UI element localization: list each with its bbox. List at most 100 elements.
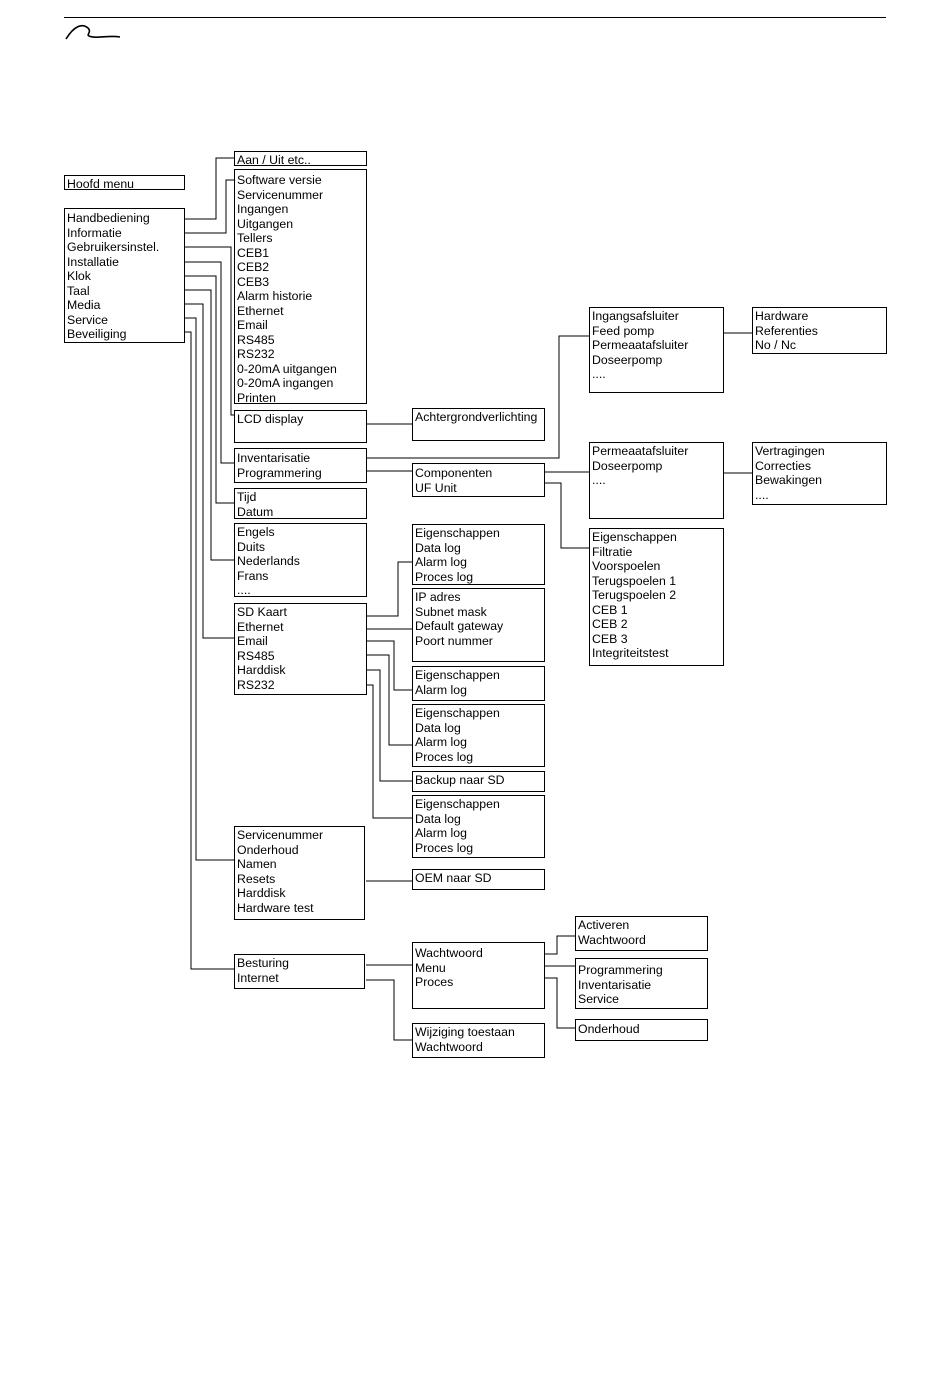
menu-item[interactable]: Data log	[415, 720, 461, 735]
menu-item[interactable]: Harddisk	[237, 886, 286, 900]
menu-item[interactable]: RS232	[237, 347, 275, 361]
menu-item[interactable]: Tijd	[237, 490, 257, 504]
menu-item[interactable]: Nederlands	[237, 554, 300, 568]
menu-item[interactable]: Tellers	[237, 231, 273, 245]
menu-item[interactable]: Doseerpomp	[592, 352, 663, 367]
menu-item[interactable]: ....	[237, 583, 251, 597]
menu-item[interactable]: Media	[67, 298, 101, 312]
menu-item[interactable]: Email	[237, 318, 268, 332]
menu-item[interactable]: Menu	[415, 960, 446, 975]
menu-item[interactable]: Servicenummer	[237, 828, 324, 842]
menu-item[interactable]: Inventarisatie	[237, 451, 311, 465]
menu-item[interactable]: Alarm log	[415, 555, 467, 569]
menu-item[interactable]: Programmering	[237, 465, 322, 480]
menu-box-hoofd[interactable]: Hoofd menu	[64, 175, 185, 190]
menu-item[interactable]: Data log	[415, 811, 461, 826]
menu-item[interactable]: Referenties	[755, 323, 818, 338]
menu-item[interactable]: CEB 2	[592, 617, 628, 631]
menu-item[interactable]: IP adres	[415, 590, 461, 604]
menu-item[interactable]: Feed pomp	[592, 323, 655, 338]
menu-item[interactable]: Permeaatafsluiter	[592, 444, 689, 458]
menu-item[interactable]: Achtergrondverlichting	[415, 410, 538, 424]
menu-item[interactable]: ....	[592, 367, 606, 381]
menu-item[interactable]: Ingangen	[237, 202, 289, 216]
menu-item[interactable]: Proces	[415, 975, 454, 989]
menu-item[interactable]: Filtratie	[592, 544, 633, 559]
menu-item[interactable]: CEB 1	[592, 602, 628, 617]
menu-item[interactable]: Wachtwoord	[415, 1039, 483, 1054]
menu-item[interactable]: Hardware test	[237, 900, 314, 915]
menu-box-backup[interactable]: Backup naar SD	[412, 771, 545, 792]
menu-item[interactable]: Alarm historie	[237, 289, 313, 303]
menu-item[interactable]: Poort nummer	[415, 633, 493, 648]
menu-item[interactable]: RS485	[237, 648, 275, 663]
menu-box-achtergrond[interactable]: Achtergrondverlichting	[412, 408, 545, 441]
menu-item[interactable]: ....	[755, 487, 769, 502]
menu-item[interactable]: RS485	[237, 332, 275, 347]
menu-item[interactable]: Ethernet	[237, 303, 284, 318]
menu-item[interactable]: Vertragingen	[755, 444, 825, 458]
menu-item[interactable]: UF Unit	[415, 480, 457, 495]
menu-item[interactable]: Namen	[237, 857, 277, 871]
menu-item[interactable]: OEM naar SD	[415, 871, 492, 885]
menu-item[interactable]: Backup naar SD	[415, 773, 505, 787]
menu-item[interactable]: Proces log	[415, 569, 474, 584]
menu-item[interactable]: CEB1	[237, 245, 270, 260]
menu-item[interactable]: Voorspoelen	[592, 559, 661, 573]
menu-item[interactable]: LCD display	[237, 412, 304, 426]
menu-item[interactable]: Servicenummer	[237, 187, 324, 202]
menu-item[interactable]: Service	[578, 992, 620, 1006]
menu-item[interactable]: Activeren	[578, 918, 630, 932]
menu-box-onderhoud[interactable]: Onderhoud	[575, 1019, 708, 1041]
menu-item[interactable]: Onderhoud	[578, 1022, 640, 1036]
menu-item[interactable]: Eigenschappen	[415, 526, 500, 540]
menu-item[interactable]: Software versie	[237, 173, 322, 187]
menu-item[interactable]: Installatie	[67, 254, 119, 269]
menu-item[interactable]: Wachtwoord	[578, 932, 646, 947]
menu-item[interactable]: 0-20mA ingangen	[237, 376, 334, 390]
menu-item[interactable]: CEB 3	[592, 631, 628, 646]
menu-item[interactable]: No / Nc	[755, 338, 796, 352]
menu-item[interactable]: CEB2	[237, 260, 270, 274]
menu-item[interactable]: Internet	[237, 970, 279, 985]
menu-item[interactable]: Permeaatafsluiter	[592, 338, 689, 352]
menu-item[interactable]: Default gateway	[415, 619, 504, 633]
menu-item[interactable]: Eigenschappen	[415, 668, 500, 682]
menu-item[interactable]: Componenten	[415, 466, 493, 480]
menu-item[interactable]: 0-20mA uitgangen	[237, 361, 337, 376]
menu-item[interactable]: Subnet mask	[415, 604, 487, 619]
menu-item[interactable]: Wachtwoord	[415, 946, 483, 960]
menu-item[interactable]: RS232	[237, 677, 275, 692]
menu-item[interactable]: Engels	[237, 525, 275, 539]
menu-item[interactable]: Alarm log	[415, 682, 467, 697]
menu-item[interactable]: Terugspoelen 2	[592, 588, 677, 602]
menu-item[interactable]: Data log	[415, 540, 461, 555]
menu-item[interactable]: Informatie	[67, 225, 122, 240]
menu-item[interactable]: Correcties	[755, 458, 812, 473]
menu-item[interactable]: Gebruikersinstel.	[67, 240, 160, 254]
menu-item[interactable]: SD Kaart	[237, 605, 287, 619]
menu-box-oem[interactable]: OEM naar SD	[412, 869, 545, 890]
menu-item[interactable]: Hardware	[755, 309, 809, 323]
menu-item[interactable]: Proces log	[415, 840, 474, 855]
menu-item[interactable]: Alarm log	[415, 735, 467, 749]
menu-item[interactable]: Handbediening	[67, 211, 150, 225]
menu-item[interactable]: Uitgangen	[237, 216, 294, 231]
menu-box-lcd[interactable]: LCD display	[234, 410, 367, 443]
menu-item[interactable]: Email	[237, 634, 268, 648]
